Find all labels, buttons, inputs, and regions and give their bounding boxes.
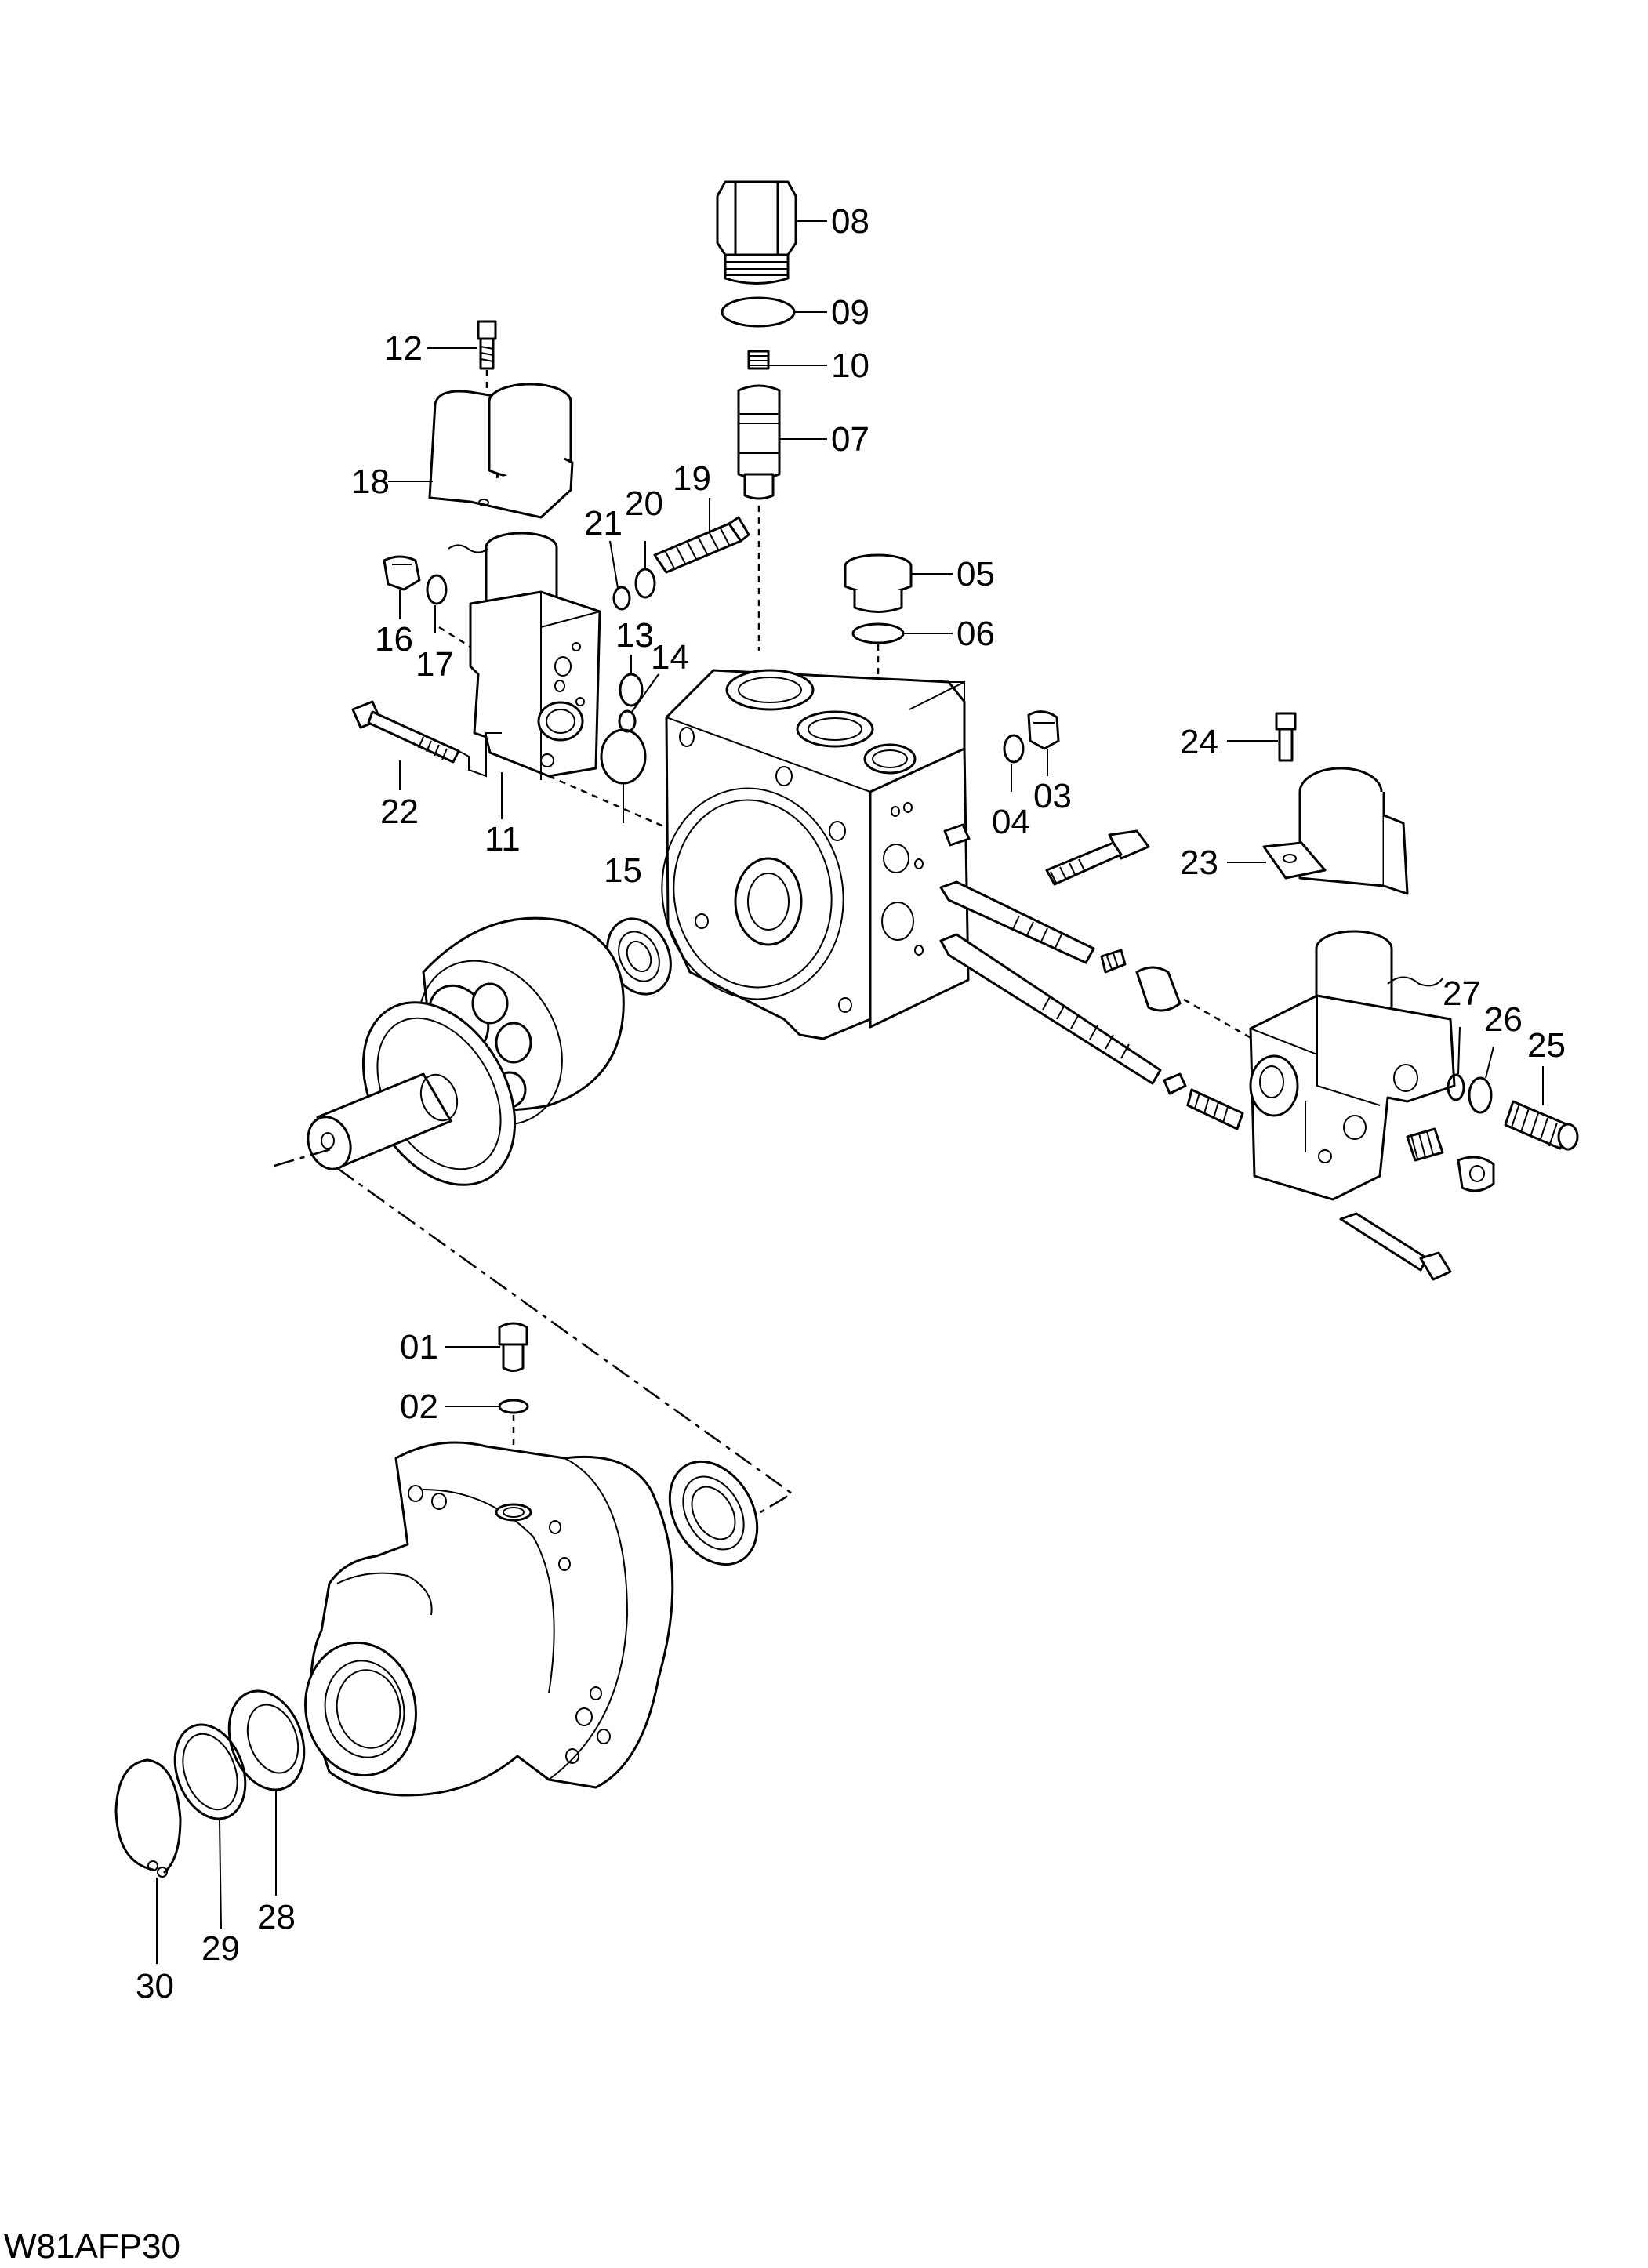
plug-01 — [445, 1322, 528, 1372]
plug-16 — [383, 555, 421, 619]
callout-20: 20 — [625, 484, 663, 523]
callout-12: 12 — [384, 329, 423, 368]
callout-27: 27 — [1443, 974, 1481, 1013]
callout-06: 06 — [956, 615, 995, 653]
oil-seal-28 — [227, 1689, 306, 1896]
shim-29 — [173, 1723, 247, 1929]
callout-02: 02 — [400, 1388, 438, 1426]
bolt-right — [1339, 1212, 1452, 1281]
bolt-22 — [351, 700, 502, 790]
spool-lower — [939, 933, 1187, 1095]
callout-18: 18 — [351, 463, 390, 501]
callout-22: 22 — [380, 793, 419, 831]
callout-26: 26 — [1484, 1000, 1523, 1039]
o-ring-06 — [851, 622, 953, 644]
o-ring-17 — [426, 574, 448, 633]
callout-24: 24 — [1180, 723, 1218, 761]
spool-upper — [939, 880, 1182, 1012]
solenoid-valve-right — [1249, 930, 1456, 1201]
snap-ring-30 — [114, 1758, 182, 1964]
bolt-24 — [1227, 712, 1297, 762]
drawing-code: W81AFP30 — [4, 2227, 180, 2266]
callout-13: 13 — [615, 616, 654, 655]
cover-18 — [388, 383, 574, 519]
callout-16: 16 — [375, 620, 413, 659]
callout-19: 19 — [673, 459, 711, 498]
o-ring-13 — [619, 655, 644, 707]
guide-line-11 — [548, 775, 675, 833]
cover-23 — [1227, 767, 1409, 895]
callout-29: 29 — [201, 1929, 240, 1968]
callout-21: 21 — [584, 504, 623, 543]
pump-housing — [304, 1441, 674, 1797]
plug-right — [1406, 1127, 1495, 1192]
plug-03 — [1027, 710, 1060, 776]
bearing-lower — [668, 1460, 759, 1566]
o-ring-02 — [445, 1399, 529, 1414]
plug-05 — [844, 553, 953, 613]
callout-10: 10 — [831, 347, 869, 385]
callout-labels: 08 09 10 07 05 06 12 18 19 20 21 16 17 1… — [136, 202, 1566, 2005]
callout-05: 05 — [956, 555, 995, 593]
callout-11: 11 — [485, 820, 521, 858]
spring-lower — [1186, 1088, 1244, 1130]
callout-25: 25 — [1527, 1026, 1566, 1065]
o-ring-20 — [634, 541, 656, 599]
callout-23: 23 — [1180, 844, 1218, 882]
drive-shaft — [307, 1072, 459, 1170]
valve-block — [661, 669, 971, 1040]
callout-04: 04 — [992, 803, 1030, 841]
spring-25 — [1504, 1066, 1579, 1151]
callout-07: 07 — [831, 420, 869, 459]
callout-28: 28 — [257, 1898, 296, 1936]
o-ring-27 — [1447, 1026, 1465, 1101]
callout-01: 01 — [400, 1328, 438, 1366]
plug-08 — [716, 180, 827, 285]
o-ring-09 — [721, 296, 827, 328]
o-ring-04 — [1003, 734, 1025, 792]
o-ring-26 — [1468, 1046, 1494, 1114]
callout-30: 30 — [136, 1967, 174, 2005]
bolt-12 — [427, 320, 497, 370]
callout-15: 15 — [604, 851, 642, 890]
callout-08: 08 — [831, 202, 869, 241]
callout-09: 09 — [831, 293, 869, 332]
bolt-tilted — [1045, 829, 1150, 886]
o-ring-21 — [609, 540, 631, 611]
guide-line-16 — [438, 626, 471, 648]
assembly-line — [274, 1147, 794, 1519]
solenoid-valve-11 — [448, 532, 601, 819]
callout-17: 17 — [416, 645, 454, 684]
o-ring-15 — [600, 728, 647, 823]
spring-19 — [653, 498, 750, 574]
callout-14: 14 — [651, 638, 689, 677]
spring-10 — [747, 350, 827, 370]
valve-07 — [737, 384, 827, 500]
callout-03: 03 — [1033, 777, 1072, 815]
